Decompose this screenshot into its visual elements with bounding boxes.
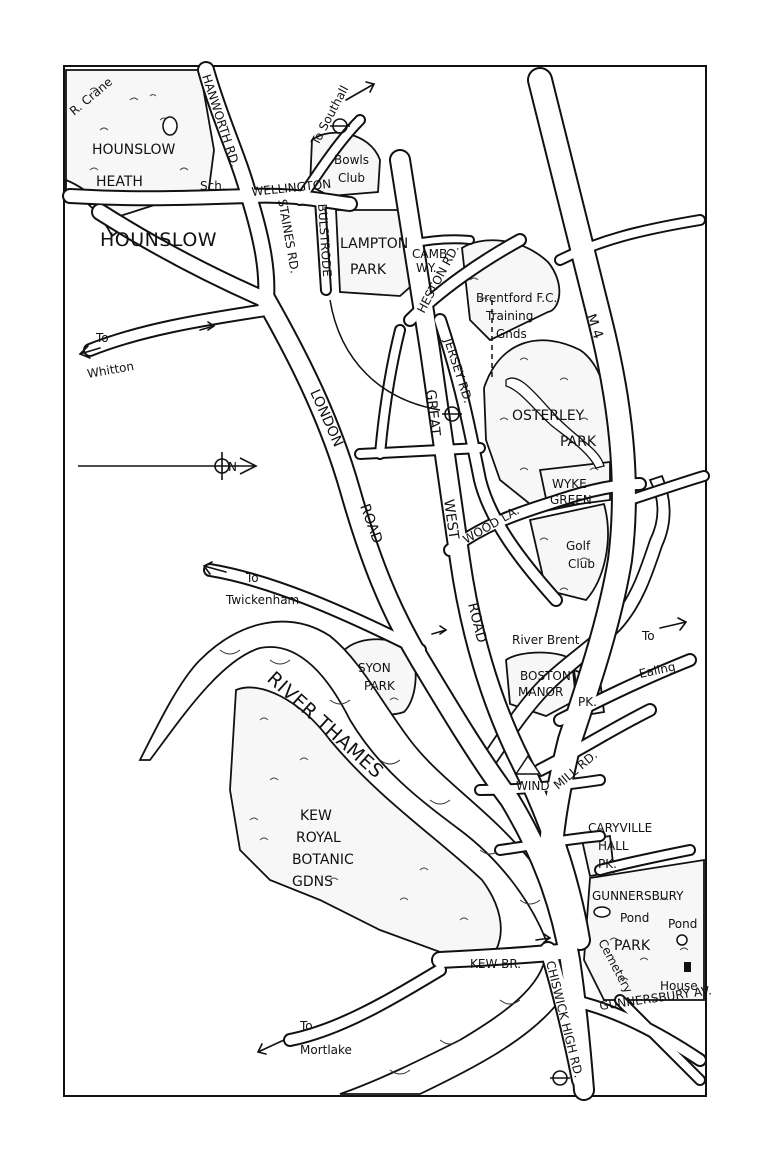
river-ripples <box>219 649 541 1075</box>
label-kew-br: KEW BR. <box>470 957 521 971</box>
windmill-icon <box>514 754 542 775</box>
bowls-club-area <box>309 131 381 197</box>
pond-icon <box>162 116 178 136</box>
label-golf-club: Club <box>568 557 595 571</box>
underground-station-icon <box>330 118 570 1086</box>
label-hounslow-heath: HEATH <box>96 174 143 190</box>
label-bulstrode: BULSTRODE <box>315 203 334 277</box>
pond-icon <box>676 934 688 946</box>
label-kew-gardens: GDNS <box>292 874 333 890</box>
label-sch: Sch. <box>200 179 226 193</box>
north-label: N <box>228 460 237 474</box>
label-wyke-green: GREEN <box>550 493 592 507</box>
label-kew-gardens: KEW <box>300 808 332 824</box>
label-caryville-hall: HALL <box>598 839 629 853</box>
label-golf-club: Golf <box>566 539 591 553</box>
label-gunnersbury-park: GUNNERSBURY <box>592 889 684 903</box>
label-syon-park: PARK <box>364 679 396 693</box>
label-osterley-park: OSTERLEY <box>512 408 585 424</box>
label-bowls-club: Bowls <box>334 153 369 167</box>
label-boston-manor: BOSTON <box>520 669 571 683</box>
label-pk: PK. <box>578 695 597 709</box>
label-brentford-fc: Training <box>485 309 533 323</box>
house-icon <box>684 962 691 972</box>
label-lampton-park: PARK <box>350 262 387 278</box>
label-kew-gardens: BOTANIC <box>292 852 354 868</box>
label-hounslow: HOUNSLOW <box>100 229 217 251</box>
label-hounslow-heath: HOUNSLOW <box>92 142 175 158</box>
label-kew-gardens: ROYAL <box>296 830 341 846</box>
label-gunnersbury-park: PARK <box>614 938 651 954</box>
direction-arrow-icon <box>78 81 688 1055</box>
label-wyke-green: WYKE <box>552 477 587 491</box>
river-thames <box>138 620 569 1095</box>
label-boston-manor: MANOR <box>518 685 563 699</box>
label-great-west-road: WEST <box>440 498 461 540</box>
label-brentford-fc: Brentford F.C. <box>476 291 557 305</box>
label-great-west-road: GREAT <box>422 389 443 437</box>
label-to-mortlake: Mortlake <box>300 1043 352 1057</box>
label-pond: Pond <box>668 917 697 931</box>
pond-icon <box>593 906 611 918</box>
label-bowls-club: Club <box>338 171 365 185</box>
label-to-whitton: To <box>95 331 109 345</box>
label-to-twickenham: Twickenham <box>225 593 299 607</box>
label-camb-wy: CAMB <box>412 247 447 261</box>
park-texture <box>89 87 689 981</box>
golf-club-area <box>528 502 609 602</box>
boundary-curve <box>329 299 441 411</box>
label-to-mortlake: To <box>299 1019 313 1033</box>
label-caryville-hall: CARYVILLE <box>588 821 652 835</box>
label-to-twickenham: To <box>245 571 259 585</box>
label-river-brent: River Brent <box>512 633 580 647</box>
label-caryville-hall: PK. <box>598 857 617 871</box>
label-camb-wy: WY. <box>416 261 437 275</box>
label-pond: Pond <box>620 911 649 925</box>
lake-icon <box>505 377 605 469</box>
label-syon-park: SYON <box>358 661 391 675</box>
label-osterley-park: PARK <box>560 434 597 450</box>
roads <box>62 61 710 1101</box>
label-wind: WIND <box>516 779 550 793</box>
label-brentford-fc: Gnds <box>496 327 527 341</box>
north-arrow-icon <box>78 452 258 480</box>
label-to-ealing: To <box>641 629 655 643</box>
label-lampton-park: LAMPTON <box>340 236 408 252</box>
label-house: House <box>660 979 698 993</box>
